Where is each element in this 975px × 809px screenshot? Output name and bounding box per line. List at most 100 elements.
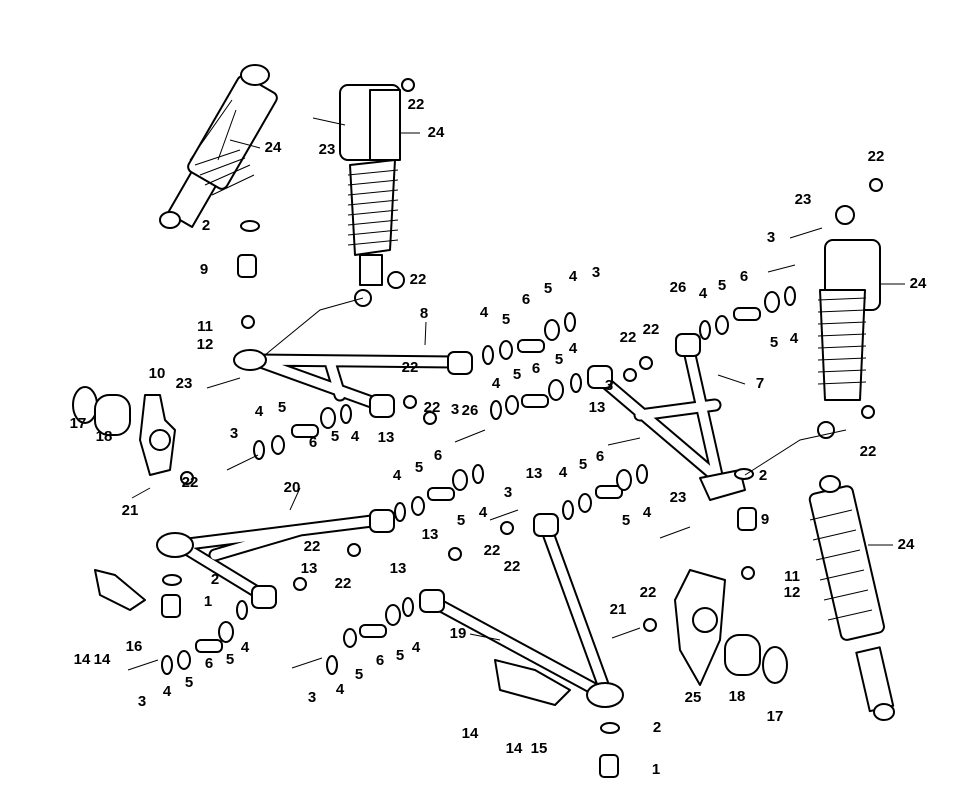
- callout-label: 26: [670, 279, 687, 296]
- callout-label: 13: [301, 560, 318, 577]
- callout-label: 5: [331, 428, 339, 445]
- callout-label: 4: [241, 639, 250, 656]
- callout-label: 18: [96, 428, 113, 445]
- callout-label: 16: [126, 638, 143, 655]
- callout-label: 1: [204, 593, 212, 610]
- callout-label: 22: [408, 96, 425, 113]
- callout-label: 22: [620, 329, 637, 346]
- callout-label: 6: [376, 652, 384, 669]
- callout-label: 13: [589, 399, 606, 416]
- callout-label: 24: [910, 275, 927, 292]
- callout-label: 5: [457, 512, 465, 529]
- callout-label: 17: [767, 708, 784, 725]
- callout-label: 1: [652, 761, 660, 778]
- callout-label: 11: [784, 568, 800, 585]
- callout-label: 24: [428, 124, 445, 141]
- callout-label: 4: [163, 683, 172, 700]
- callout-label: 4: [790, 330, 799, 347]
- callout-label: 4: [336, 681, 345, 698]
- callout-label: 22: [335, 575, 352, 592]
- callout-label: 4: [480, 304, 489, 321]
- callout-label: 5: [226, 651, 234, 668]
- bearings: [72, 386, 788, 684]
- callout-label: 22: [424, 399, 441, 416]
- callout-label: 10: [149, 365, 166, 382]
- callout-label: 5: [355, 666, 363, 683]
- callout-label: 22: [410, 271, 427, 288]
- guard-plates: [94, 569, 571, 706]
- callout-label: 6: [596, 448, 604, 465]
- callout-label: 4: [255, 403, 264, 420]
- callout-label: 13: [422, 526, 439, 543]
- callout-label: 2: [211, 571, 219, 588]
- shock-absorber-bottom-right: [808, 475, 895, 721]
- callout-label: 9: [761, 511, 769, 528]
- callout-label: 19: [450, 625, 467, 642]
- callout-label: 22: [504, 558, 521, 575]
- callout-label: 3: [605, 377, 613, 394]
- callout-label: 22: [860, 443, 877, 460]
- callout-label: 5: [544, 280, 552, 297]
- bolts: [127, 117, 823, 671]
- callout-label: 4: [393, 467, 402, 484]
- callout-label: 21: [610, 601, 627, 618]
- callout-label: 22: [643, 321, 660, 338]
- callout-label: 4: [492, 375, 501, 392]
- callout-label: 6: [205, 655, 213, 672]
- callout-label: 4: [412, 639, 421, 656]
- callout-label: 4: [559, 464, 568, 481]
- lower-a-arm-right: [419, 513, 624, 708]
- callout-label: 5: [415, 459, 423, 476]
- callout-label: 23: [670, 489, 687, 506]
- callout-label: 5: [622, 512, 630, 529]
- callout-label: 3: [504, 484, 512, 501]
- upper-a-arm-right: [587, 333, 746, 501]
- callout-label: 5: [718, 277, 726, 294]
- callout-label: 6: [309, 434, 317, 451]
- callout-label: 15: [531, 740, 548, 757]
- callout-label: 4: [351, 428, 360, 445]
- callout-label: 3: [308, 689, 316, 706]
- callout-label: 6: [522, 291, 530, 308]
- callout-label: 23: [176, 375, 193, 392]
- callout-label: 7: [756, 375, 764, 392]
- callout-label: 4: [699, 285, 708, 302]
- callout-label: 23: [319, 141, 336, 158]
- callout-label: 3: [138, 693, 146, 710]
- callout-label: 13: [526, 465, 543, 482]
- ball-joints: [161, 254, 757, 778]
- callout-label: 22: [484, 542, 501, 559]
- leader-lines: [229, 132, 905, 641]
- callout-label: 2: [202, 217, 210, 234]
- callout-label: 22: [402, 359, 419, 376]
- callout-label: 14: [74, 651, 91, 668]
- callout-label: 5: [579, 456, 587, 473]
- callout-label: 6: [740, 268, 748, 285]
- callout-label: 22: [868, 148, 885, 165]
- callout-label: 4: [643, 504, 652, 521]
- callout-label: 8: [420, 305, 428, 322]
- callout-label: 5: [770, 334, 778, 351]
- callout-label: 5: [502, 311, 510, 328]
- callout-label: 4: [569, 340, 578, 357]
- callout-label: 6: [434, 447, 442, 464]
- shock-absorber-center: [339, 84, 401, 307]
- callout-label: 24: [898, 536, 915, 553]
- shock-absorber-right: [817, 205, 881, 439]
- callout-label: 25: [685, 689, 702, 706]
- callout-label: 22: [640, 584, 657, 601]
- callout-label: 6: [532, 360, 540, 377]
- steering-knuckle-left: [139, 394, 176, 476]
- shock-absorber-top-left: [159, 64, 278, 229]
- steering-knuckle-right: [674, 569, 726, 686]
- callout-label: 5: [555, 351, 563, 368]
- callout-label: 3: [230, 425, 238, 442]
- callout-label: 24: [265, 139, 282, 156]
- callout-label: 5: [513, 366, 521, 383]
- callout-label: 13: [390, 560, 407, 577]
- callout-label: 22: [182, 474, 199, 491]
- upper-a-arm-left: [233, 349, 473, 418]
- callout-label: 11: [197, 318, 213, 335]
- nuts: [162, 78, 883, 734]
